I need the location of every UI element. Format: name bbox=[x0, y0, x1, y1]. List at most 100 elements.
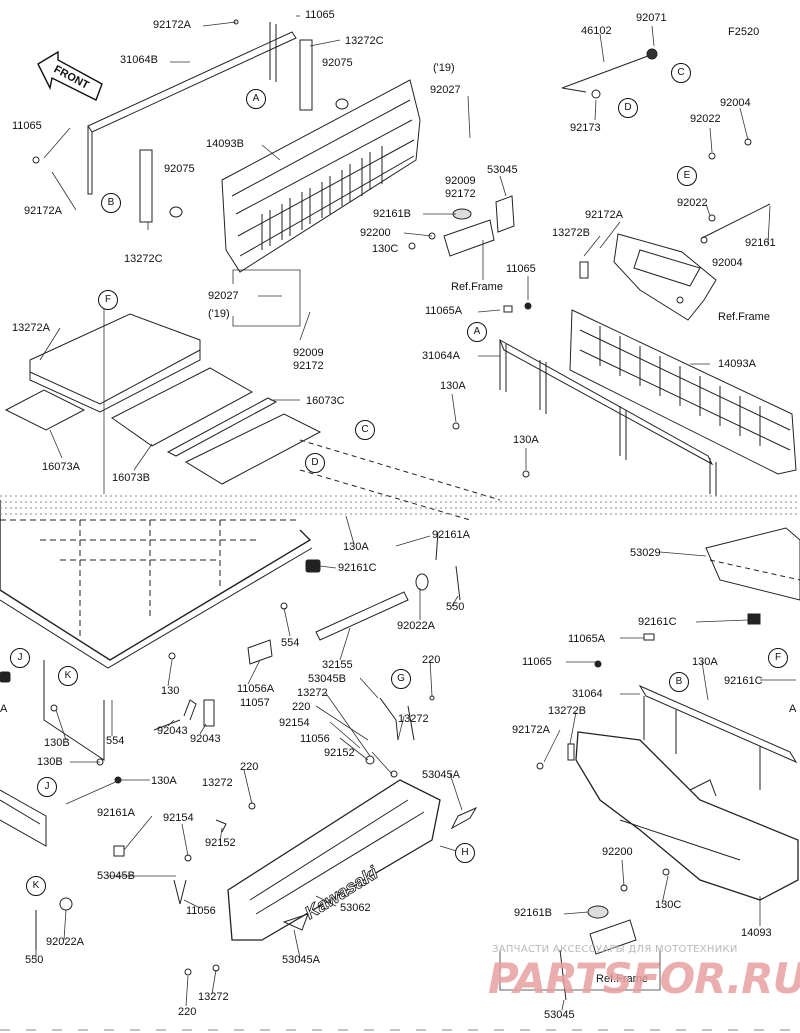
part-label-p80: 53045A bbox=[282, 954, 320, 966]
watermark-logo: PARTSFOR.RU bbox=[488, 954, 800, 1003]
ref-frame-label-right: Ref.Frame bbox=[718, 311, 770, 323]
rod-32155 bbox=[153, 531, 461, 731]
part-label-p55: 554 bbox=[106, 735, 125, 747]
part-label-p7: 92172A bbox=[24, 205, 62, 217]
front-arrow-icon: FRONT bbox=[37, 50, 103, 101]
part-label-p61: 220 bbox=[422, 654, 441, 666]
part-label-p1: 92172A bbox=[153, 19, 191, 31]
side-panel-14093a bbox=[569, 309, 797, 475]
part-label-p37: 31064A bbox=[422, 350, 460, 362]
part-label-p94: 92200 bbox=[602, 846, 633, 858]
part-label-p89: 92161C bbox=[724, 675, 763, 687]
part-label-p74: 92154 bbox=[163, 812, 194, 824]
part-label-p16: 92161B bbox=[373, 208, 411, 220]
part-label-p83: 13272 bbox=[198, 991, 229, 1003]
part-label-p38: 14093A bbox=[718, 358, 756, 370]
part-label-p81: 550 bbox=[25, 954, 44, 966]
rail-31064b bbox=[32, 19, 349, 223]
part-label-p75: 92152 bbox=[205, 837, 236, 849]
part-label-p47: 92161C bbox=[338, 562, 377, 574]
part-label-p14: 92172 bbox=[445, 188, 476, 200]
part-label-p40: 130A bbox=[513, 434, 539, 446]
leader-lines bbox=[35, 15, 796, 1011]
part-label-p41: 13272A bbox=[12, 322, 50, 334]
part-label-p78: 11056 bbox=[186, 905, 216, 917]
lower-side-rail bbox=[0, 776, 125, 950]
part-label-p31: 92004 bbox=[712, 257, 743, 269]
part-label-p62: 53045B bbox=[308, 673, 346, 685]
part-label-p68: 92152 bbox=[324, 747, 355, 759]
part-label-p36: 11065A bbox=[425, 305, 463, 317]
part-label-p65: 13272 bbox=[398, 713, 429, 725]
ref-frame-label-bottom: Ref.Frame bbox=[596, 973, 648, 985]
part-label-p20: 92027 bbox=[208, 290, 239, 302]
part-label-p96: 92161B bbox=[514, 907, 552, 919]
part-label-p44: 16073B bbox=[112, 472, 150, 484]
part-label-p12: 92027 bbox=[430, 84, 461, 96]
callout-b-c2: B bbox=[101, 193, 121, 213]
part-label-p73: 92161A bbox=[97, 807, 135, 819]
part-label-p9: 13272C bbox=[124, 253, 163, 265]
callout-j-c10: J bbox=[10, 648, 30, 668]
part-label-p76: 53045B bbox=[97, 870, 135, 882]
part-label-p24: 46102 bbox=[581, 25, 612, 37]
part-label-p72: 13272 bbox=[202, 777, 233, 789]
part-label-p53: 11056A bbox=[237, 683, 275, 695]
callout-a-c7: A bbox=[467, 322, 487, 342]
part-label-p23: 92172 bbox=[293, 360, 324, 372]
part-label-p69: 130A bbox=[151, 775, 177, 787]
part-label-p29: 92022 bbox=[677, 197, 708, 209]
part-label-p50: 554 bbox=[281, 637, 300, 649]
part-label-p18: 130C bbox=[372, 243, 399, 255]
part-label-p33: 92172A bbox=[585, 209, 623, 221]
part-label-p27: 92004 bbox=[720, 97, 751, 109]
callout-c-c3: C bbox=[671, 63, 691, 83]
part-label-p46: 92161A bbox=[432, 529, 470, 541]
part-label-p6: 11065 bbox=[12, 120, 42, 132]
part-label-p56: 92043 bbox=[157, 725, 188, 737]
callout-d-c4: D bbox=[618, 98, 638, 118]
part-label-p52: 130 bbox=[161, 685, 180, 697]
part-label-p95: 130C bbox=[655, 899, 682, 911]
part-label-p42: 16073C bbox=[306, 395, 345, 407]
callout-d-c9: D bbox=[305, 453, 325, 473]
part-label-p64: 220 bbox=[292, 701, 311, 713]
part-label-p39: 130A bbox=[440, 380, 466, 392]
floor-mats-16073 bbox=[4, 313, 322, 485]
part-label-p93: A bbox=[789, 703, 797, 715]
part-label-p4: 31064B bbox=[120, 54, 158, 66]
part-label-p57: 92043 bbox=[190, 733, 221, 745]
callout-a-c1: A bbox=[246, 89, 266, 109]
part-label-p28: 92022 bbox=[690, 113, 721, 125]
callout-g-c12: G bbox=[391, 669, 411, 689]
part-label-p34: 13272B bbox=[552, 227, 590, 239]
part-label-p15: 53045 bbox=[487, 164, 518, 176]
part-label-p90: 31064 bbox=[572, 688, 603, 700]
part-label-p58: 130B bbox=[44, 737, 70, 749]
shaft-92161 bbox=[613, 138, 771, 321]
cargo-bed bbox=[0, 439, 501, 766]
part-label-p5: 92075 bbox=[322, 57, 353, 69]
callout-k-c11: K bbox=[58, 666, 78, 686]
part-label-p8: 92075 bbox=[164, 163, 195, 175]
part-label-p60: A bbox=[0, 703, 8, 715]
callout-k-c15: K bbox=[26, 876, 46, 896]
part-label-p82: 220 bbox=[178, 1006, 197, 1018]
part-label-p77: 53062 bbox=[340, 902, 371, 914]
part-label-p84: 53029 bbox=[630, 547, 661, 559]
part-label-p43: 16073A bbox=[42, 461, 80, 473]
part-label-p45: 130A bbox=[343, 541, 369, 553]
part-label-p92: 92172A bbox=[512, 724, 550, 736]
ref-frame-label-top: Ref.Frame bbox=[451, 281, 503, 293]
part-label-p13: 92009 bbox=[445, 175, 476, 187]
callout-b-c17: B bbox=[669, 672, 689, 692]
part-label-p21: ('19) bbox=[208, 308, 230, 320]
part-label-p91: 13272B bbox=[548, 705, 586, 717]
part-label-p88: 130A bbox=[692, 656, 718, 668]
torn-edge bbox=[0, 495, 800, 515]
part-label-p86: 11065A bbox=[568, 633, 606, 645]
callout-c-c8: C bbox=[355, 420, 375, 440]
watermark-tagline: ЗАПЧАСТИ АКСЕССУАРЫ ДЛЯ МОТОТЕХНИКИ bbox=[492, 944, 738, 955]
